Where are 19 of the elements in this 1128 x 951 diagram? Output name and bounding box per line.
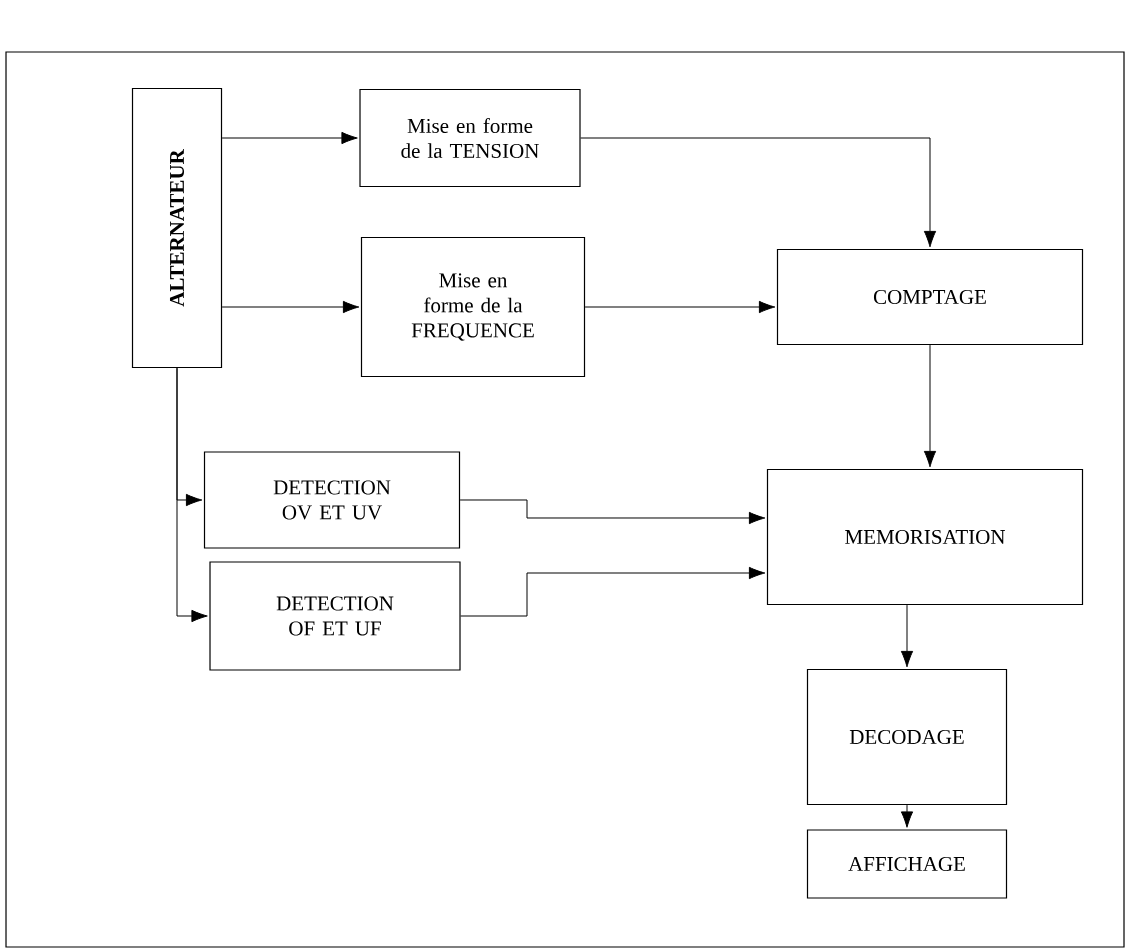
- block-box: DECODAGE: [806, 668, 1008, 806]
- arrow: [459, 499, 766, 525]
- block-box: DETECTION OV ET UV: [203, 451, 461, 549]
- block-box: Mise en forme de la FREQUENCE: [360, 236, 586, 378]
- arrow: [584, 300, 776, 314]
- arrow: [176, 367, 208, 623]
- block-box: AFFICHAGE: [806, 829, 1008, 899]
- block-box: DETECTION OF ET UF: [209, 561, 461, 671]
- arrow: [923, 344, 937, 468]
- block-box: ALTERNATEUR: [131, 87, 223, 369]
- arrow: [221, 300, 360, 314]
- block-box: Mise en forme de la TENSION: [359, 88, 581, 188]
- block-box: COMPTAGE: [776, 248, 1084, 346]
- arrow: [460, 566, 766, 617]
- block-box: MEMORISATION: [766, 468, 1084, 606]
- arrow: [221, 131, 358, 145]
- arrow: [900, 804, 914, 828]
- arrow: [580, 137, 937, 248]
- arrow: [900, 604, 914, 668]
